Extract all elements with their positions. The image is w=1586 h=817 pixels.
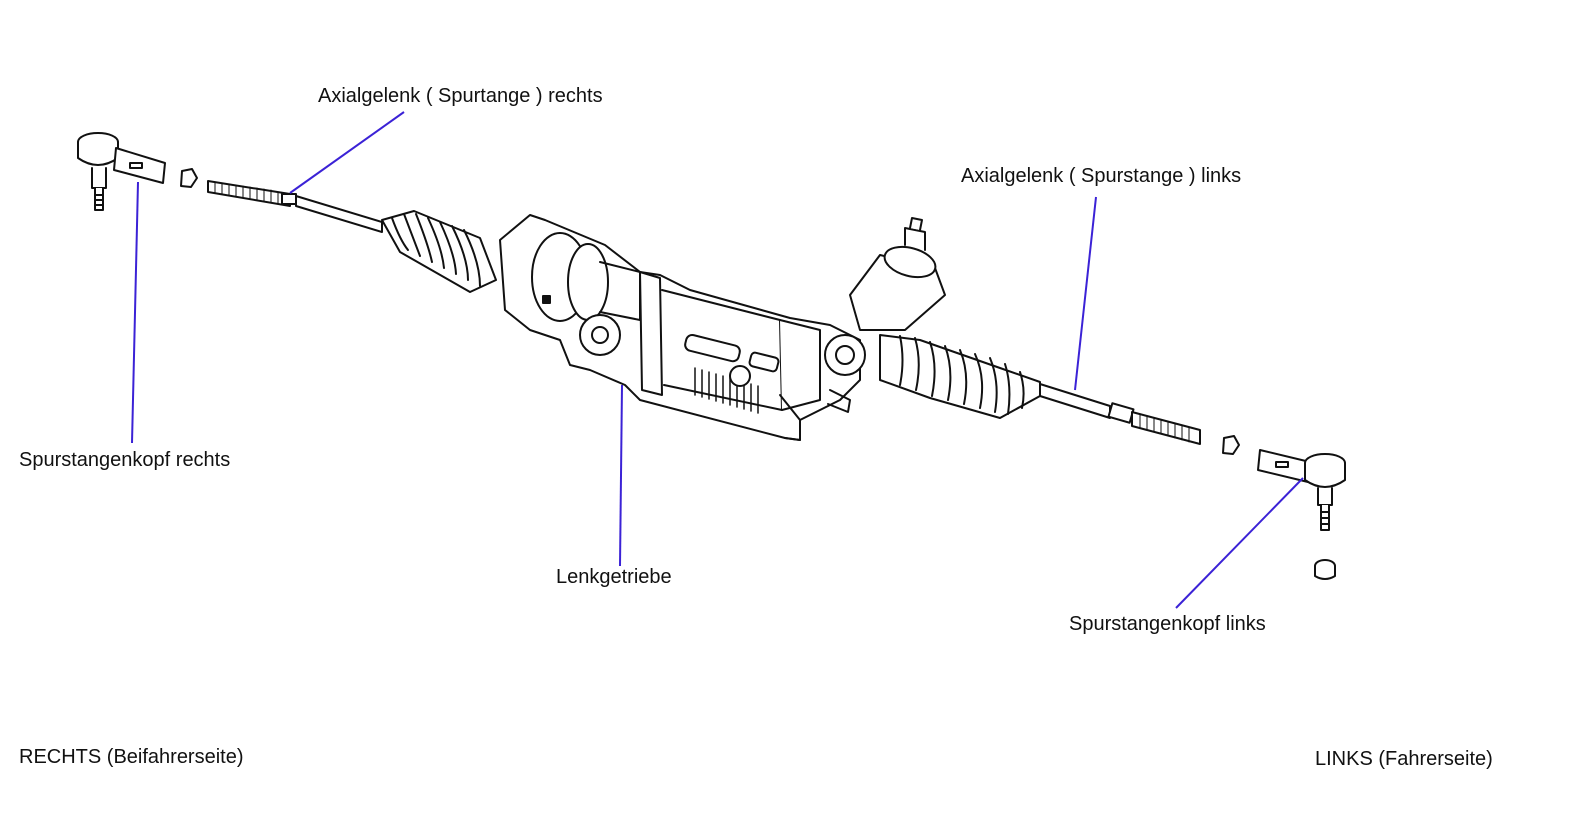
tie-rod-left-part	[1039, 383, 1240, 455]
label-tie-rod-end-left: Spurstangenkopf links	[1069, 613, 1266, 635]
label-axial-joint-left: Axialgelenk ( Spurstange ) links	[961, 165, 1242, 187]
pinion-housing-part	[849, 217, 946, 331]
label-tie-rod-end-right: Spurstangenkopf rechts	[19, 449, 231, 471]
leader-line-axial-left	[1074, 196, 1097, 391]
bellows-left-part	[879, 334, 1041, 419]
label-side-right: RECHTS (Beifahrerseite)	[19, 746, 244, 768]
bellows-right-part	[381, 210, 497, 293]
tie-rod-right-part	[207, 180, 383, 233]
tie-rod-end-left-part	[1257, 449, 1346, 580]
tie-rod-end-right-part	[77, 132, 198, 211]
label-steering-gear: Lenkgetriebe	[556, 566, 672, 588]
leader-line-steering-gear	[619, 384, 623, 567]
leader-line-tie-rod-end-right	[131, 181, 139, 444]
leader-line-axial-right	[289, 111, 405, 194]
label-axial-joint-right: Axialgelenk ( Spurtange ) rechts	[318, 85, 603, 107]
leader-line-tie-rod-end-left	[1175, 477, 1304, 609]
steering-gear-housing-part	[499, 214, 866, 441]
label-side-left: LINKS (Fahrerseite)	[1315, 748, 1493, 770]
